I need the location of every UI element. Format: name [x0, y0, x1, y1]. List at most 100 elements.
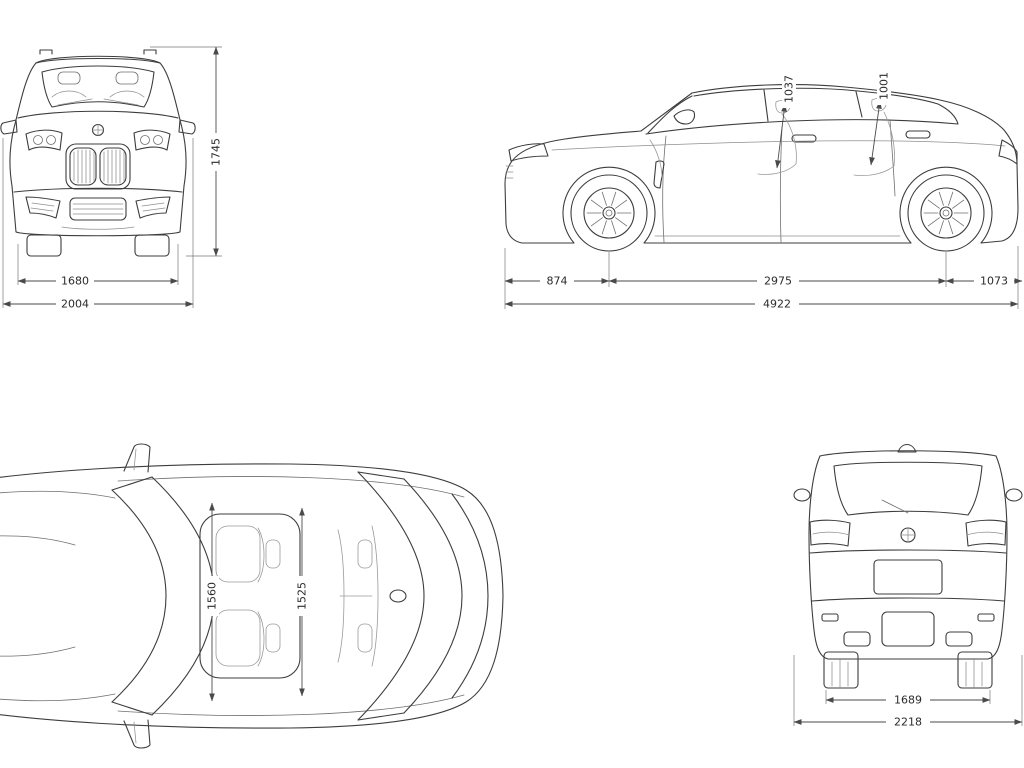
- side-lower-dimensions: 874 2975 1073 4922: [504, 246, 1023, 311]
- front-windshield: [41, 65, 155, 108]
- seat-tops: [51, 90, 145, 98]
- side-view-car: [504, 84, 1019, 252]
- license-plate-recess: [873, 559, 943, 595]
- front-view-car: [0, 49, 196, 257]
- front-headroom-dimension: 1037: [775, 72, 796, 169]
- door-seam-front: [662, 135, 667, 243]
- bumper-top-line: [811, 597, 1005, 602]
- rear-headroom-label: 1001: [878, 72, 891, 100]
- rear-shoulder-dimension: 1525: [295, 507, 309, 697]
- a-pillars: [111, 476, 153, 716]
- side-headlight: [508, 143, 549, 162]
- side-mirror: [673, 109, 696, 125]
- headrest-right: [115, 71, 139, 85]
- headlight-right: [133, 129, 171, 151]
- rear-shoulder-label: 1525: [296, 582, 309, 610]
- rear-diffuser: [881, 611, 935, 647]
- front-track-label: 1680: [61, 275, 89, 288]
- top-mirror-lower: [123, 719, 151, 749]
- roof-rails: [39, 49, 157, 55]
- rear-track-dimension: 1689: [825, 690, 991, 707]
- side-taillight: [998, 139, 1018, 165]
- passenger-seat-back: [257, 611, 265, 667]
- front-height-label: 1745: [210, 138, 223, 166]
- rear-headrest-right: [357, 623, 373, 653]
- rear-mirror-left: [793, 488, 811, 502]
- rear-bench-backrest: [371, 525, 379, 667]
- rear-body-outline: [808, 455, 1008, 660]
- front-wheel-left: [26, 234, 62, 257]
- rear-width-dimension: 2218: [793, 655, 1023, 729]
- driver-headrest: [265, 539, 281, 569]
- rear-window-arc: [403, 478, 463, 714]
- reflector-left: [821, 613, 839, 622]
- top-body-outline: [0, 463, 504, 729]
- top-view-car: [0, 443, 504, 749]
- dash-profile: [649, 139, 663, 179]
- skid-line: [61, 226, 135, 230]
- door-handle-front: [791, 134, 817, 143]
- rear-track-label: 1689: [894, 694, 922, 707]
- rear-mirror-right: [1005, 488, 1023, 502]
- front-view: 1745 1680 2004: [0, 46, 223, 311]
- lower-grille: [69, 197, 127, 221]
- top-view: 1560 1525: [0, 443, 504, 749]
- rear-wheel-right: [957, 651, 993, 689]
- front-height-dimension: 1745: [150, 46, 223, 257]
- rear-antenna-fin: [897, 443, 917, 453]
- mirror-left: [0, 119, 18, 135]
- rear-wiper: [881, 499, 909, 514]
- cowl-arc: [111, 489, 167, 703]
- overall-length-label: 4922: [763, 298, 791, 311]
- wipers: [57, 98, 139, 106]
- side-view: 1037 1001 874 2975 1073 4922: [504, 69, 1023, 311]
- hood-lines: [0, 490, 116, 702]
- mirror-right: [178, 119, 196, 135]
- c-pillar: [855, 90, 863, 118]
- roof-inset: [693, 87, 959, 125]
- front-width-label: 2004: [61, 298, 89, 311]
- b-pillar: [763, 89, 769, 122]
- front-overhang-label: 874: [547, 275, 568, 288]
- headlight-left: [25, 129, 63, 151]
- passenger-headrest: [265, 623, 281, 653]
- exhaust-left: [843, 631, 871, 647]
- front-headroom-label: 1037: [783, 75, 796, 103]
- tailgate-seam: [809, 549, 1007, 554]
- door-seam-middle: [779, 126, 783, 243]
- rear-overhang-label: 1073: [980, 275, 1008, 288]
- rear-headroom-dimension: 1001: [869, 69, 891, 166]
- shark-fin-antenna: [389, 589, 407, 603]
- front-track-dimension: 1680: [17, 244, 179, 288]
- driver-seat-back: [257, 527, 265, 583]
- passenger-seat-cushion: [215, 609, 261, 667]
- kidney-grille-outer: [65, 143, 131, 190]
- rear-headrest-left: [357, 539, 373, 569]
- rear-view: 1689 2218: [793, 443, 1023, 729]
- top-view-seats: [215, 525, 379, 667]
- beltline: [645, 119, 959, 135]
- taillight-left: [809, 519, 851, 547]
- rear-view-car: [793, 443, 1023, 689]
- roof-rear-arc: [357, 471, 425, 721]
- a-pillar-inner: [647, 95, 693, 134]
- rear-width-label: 2218: [894, 716, 922, 729]
- door-handle-rear: [905, 130, 931, 139]
- side-rear-wheel: [907, 174, 985, 252]
- side-body-outline: [504, 84, 1019, 244]
- rear-roof-line: [819, 450, 997, 457]
- tailgate-edge: [451, 493, 489, 699]
- intake-left: [25, 196, 61, 219]
- headrest-left: [57, 71, 81, 85]
- front-wheel-right: [134, 234, 170, 257]
- hood-shutline: [17, 110, 179, 119]
- driver-seat-cushion: [215, 525, 261, 583]
- top-mirror-upper: [123, 443, 151, 473]
- intake-right: [135, 196, 171, 219]
- side-front-wheel: [570, 174, 648, 252]
- grille-slats: [73, 149, 125, 184]
- character-line: [551, 140, 1006, 151]
- taillight-right: [965, 519, 1007, 547]
- d-pillars: [357, 471, 405, 721]
